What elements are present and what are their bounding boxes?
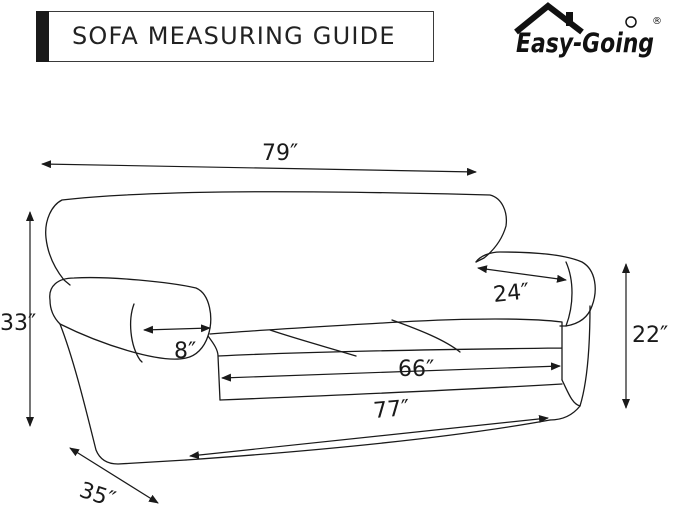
arm-width-arrow [143,324,211,334]
title-box [36,11,434,62]
brand-logo: Easy-Going ® [514,2,662,59]
arm-height-label: 22″ [632,323,668,348]
seat-width-arrow [221,362,561,382]
depth-label: 35″ [76,478,118,507]
top-width-arrow [41,160,477,176]
globe-icon [625,16,637,28]
top-width-label: 79″ [262,141,298,166]
base-width-arrow [189,414,549,460]
seat-cushion-outline [207,318,563,401]
backrest-outline [45,191,508,286]
cushion-divider-2 [391,319,461,353]
depth-arrow [69,447,159,504]
left-side-outline [59,323,187,465]
brand-wordmark: Easy-Going [516,28,654,59]
chimney-icon [566,12,573,26]
left-arm-front [129,303,143,363]
registered-mark: ® [652,16,662,27]
cushion-divider-1 [269,329,357,357]
right-arm-outline [475,251,596,327]
title-accent-bar [36,11,49,62]
arm-depth-arrow [477,265,567,283]
arm-depth-label: 24″ [492,279,531,308]
right-arm-front [565,261,573,327]
front-panel-outline [219,379,581,407]
page-title: SOFA MEASURING GUIDE [72,22,396,50]
arm-width-label: 8″ [174,339,196,364]
seat-width-label: 66″ [398,357,434,382]
base-width-label: 77″ [372,396,410,424]
front-base-outline [185,419,551,461]
height-label: 33″ [0,311,36,336]
right-side-outline [549,305,591,421]
